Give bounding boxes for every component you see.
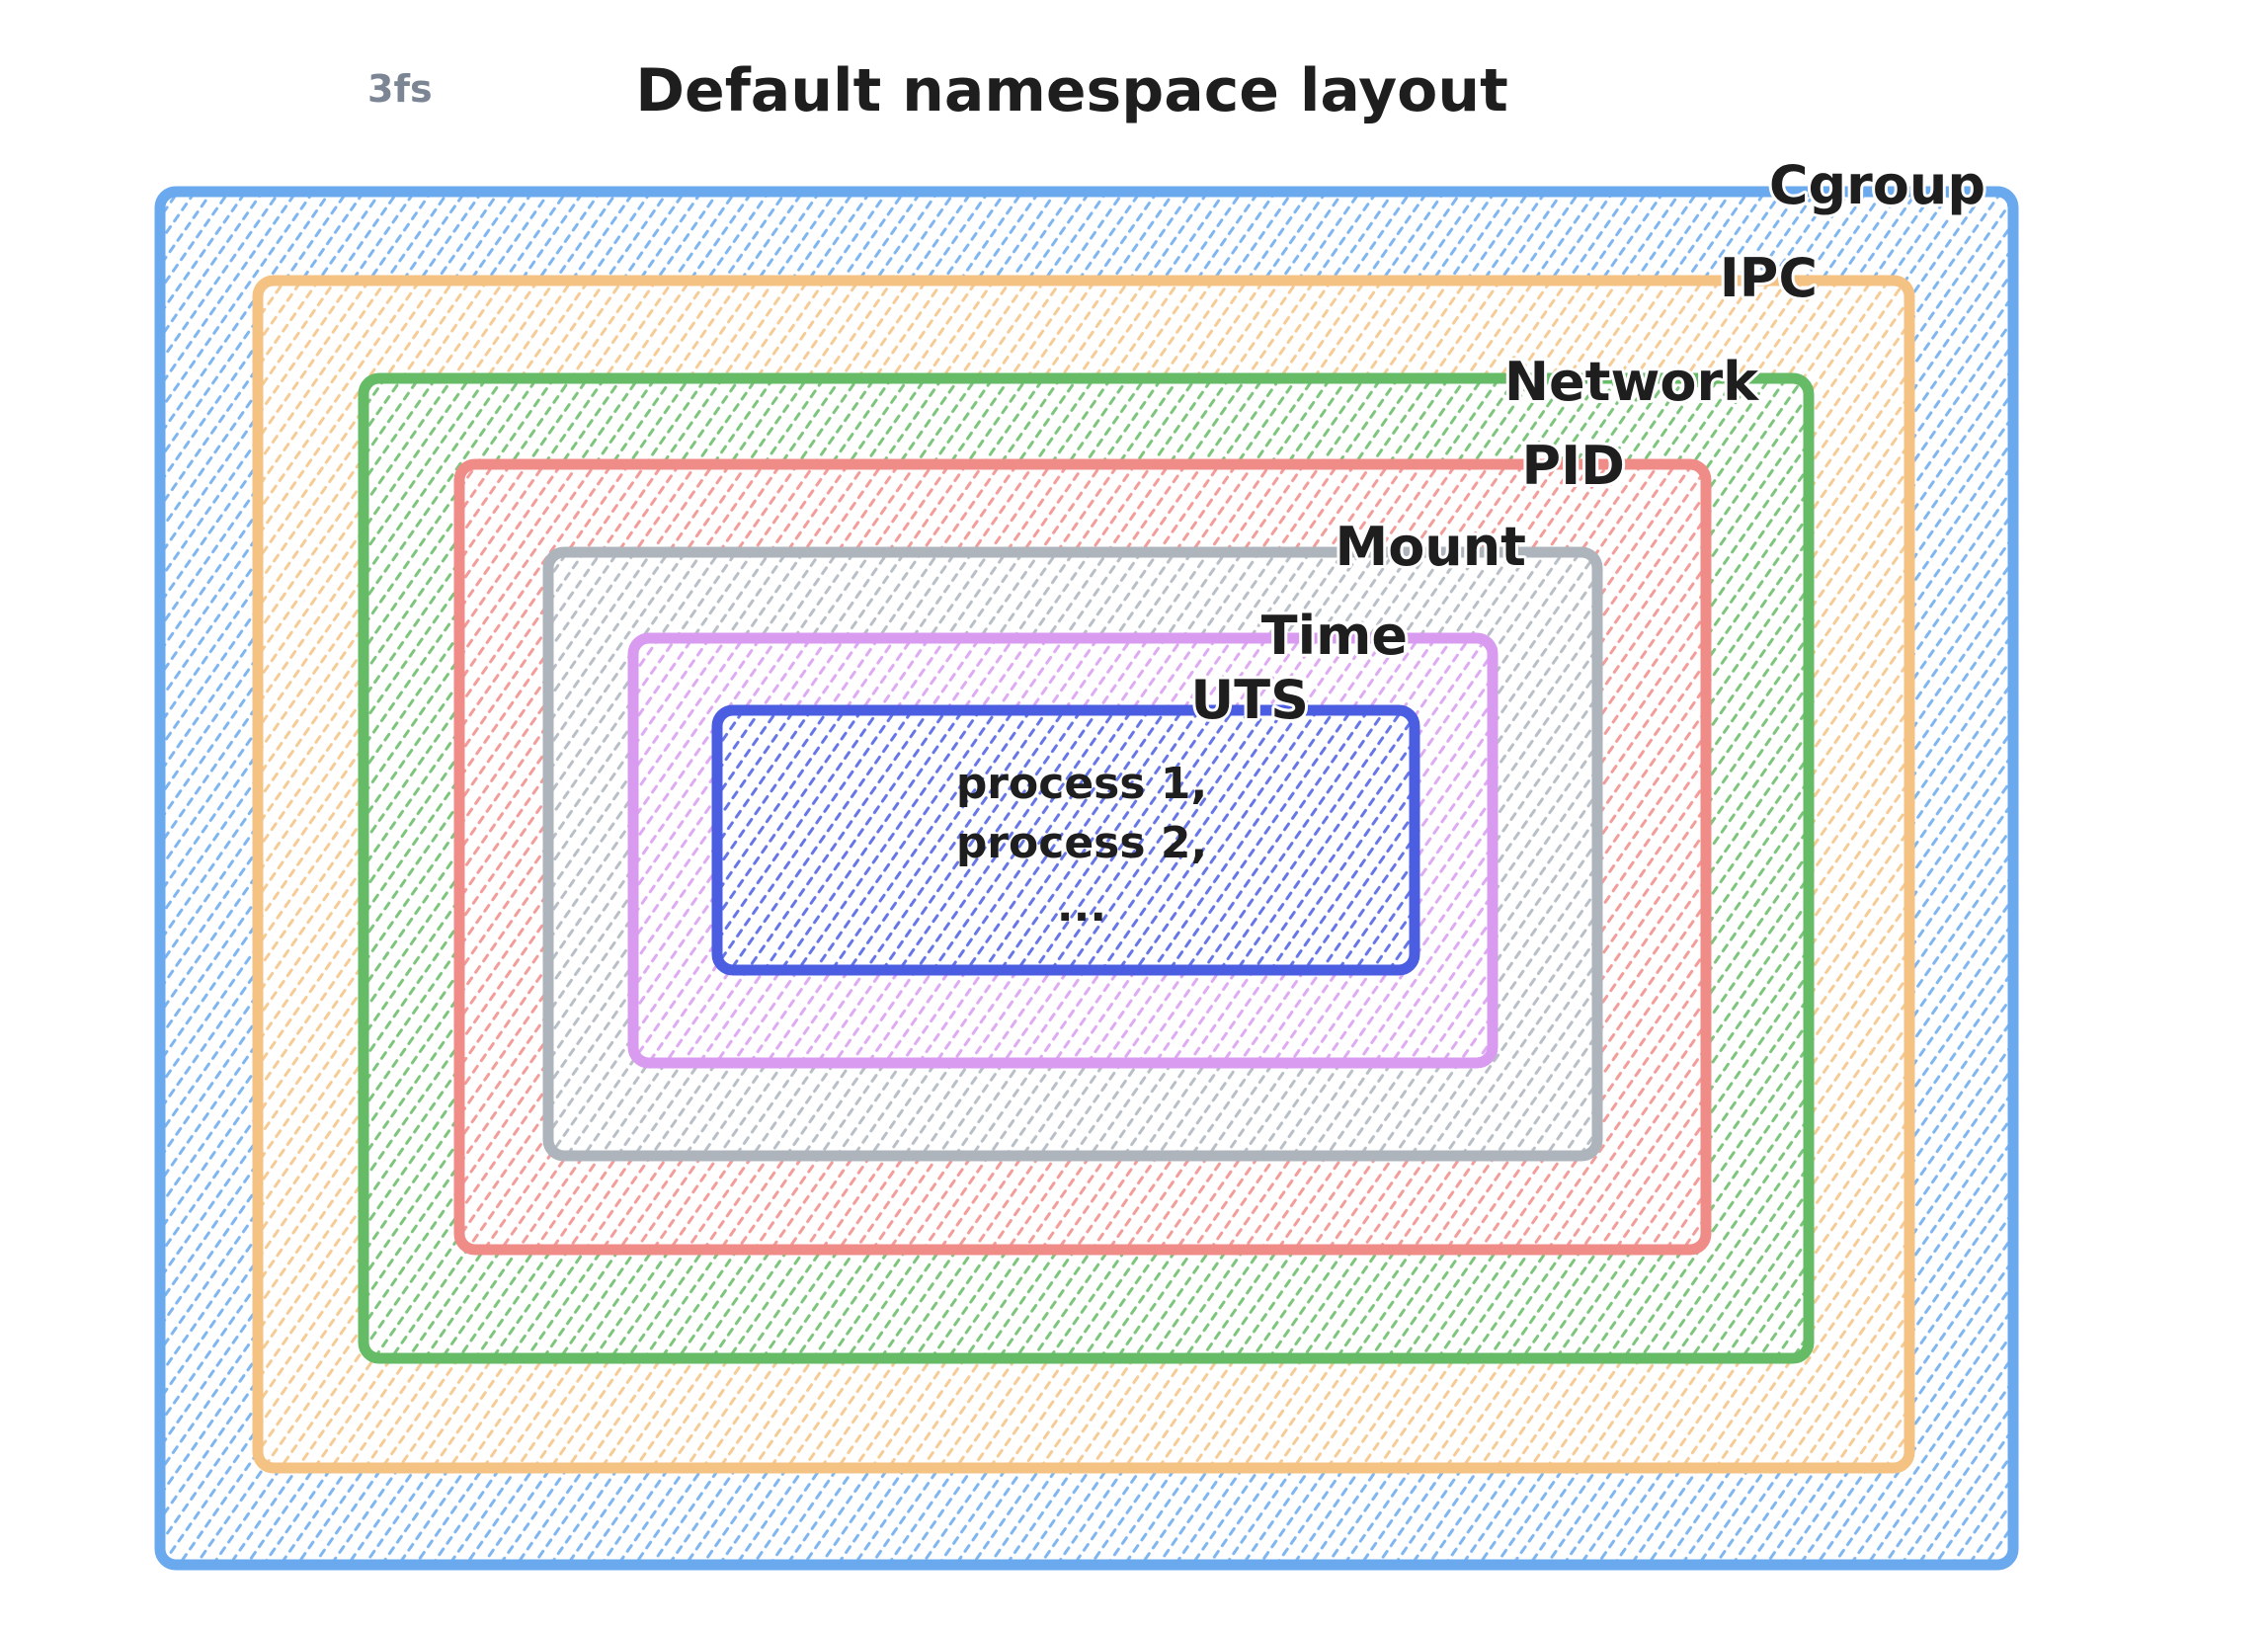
namespace-box-uts <box>711 704 1420 976</box>
namespace-label-network: Network <box>1504 351 1759 413</box>
process-ellipsis: ... <box>1057 881 1106 932</box>
namespace-label-cgroup: Cgroup <box>1769 154 1985 216</box>
namespace-label-time: Time <box>1261 605 1408 667</box>
brand-logo: 3fs <box>367 67 433 111</box>
diagram-title: Default namespace layout <box>635 56 1508 125</box>
namespace-label-uts: UTS <box>1190 669 1309 731</box>
namespace-label-mount: Mount <box>1335 516 1526 578</box>
namespace-label-pid: PID <box>1522 435 1626 497</box>
process-line-1: process 1, <box>956 759 1207 809</box>
process-line-2: process 2, <box>956 818 1207 868</box>
process-list: process 1, process 2, ... <box>956 759 1207 932</box>
namespace-boxes <box>154 186 2019 1571</box>
namespace-label-ipc: IPC <box>1720 247 1818 309</box>
